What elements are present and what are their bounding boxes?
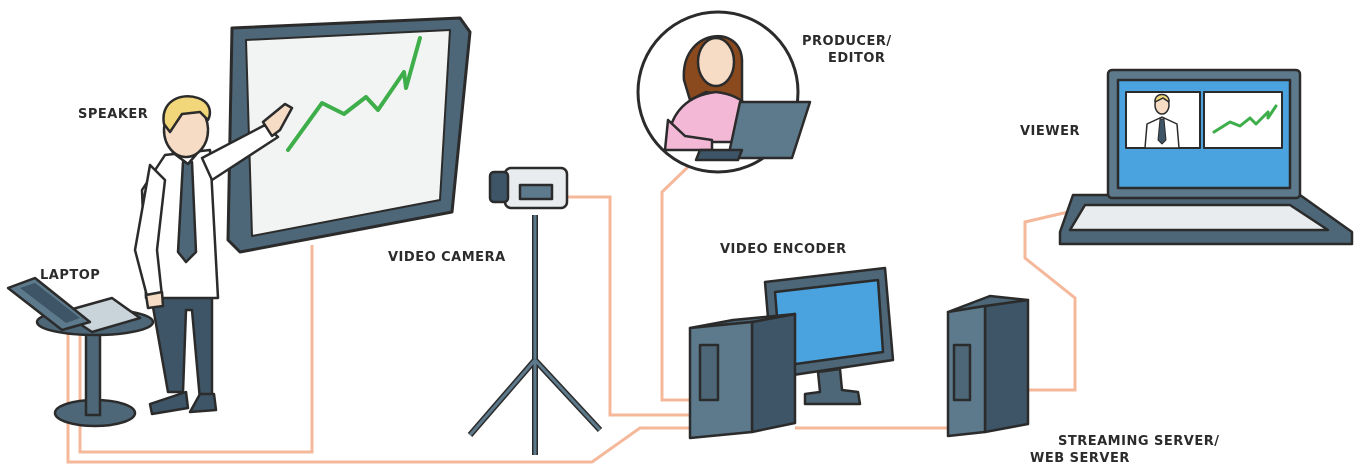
video-camera-label: VIDEO CAMERA — [388, 249, 506, 266]
laptop-label: LAPTOP — [40, 267, 100, 284]
speaker-shoe-right — [190, 394, 216, 412]
producer-editor — [638, 12, 810, 172]
cables — [68, 165, 1075, 462]
video-encoder — [690, 268, 893, 438]
stand-pole — [86, 330, 100, 415]
producer-laptop-base — [696, 150, 742, 160]
viewer-slides-panel — [1204, 92, 1282, 148]
speaker-hand-left — [146, 292, 163, 308]
encoder-monitor-stand — [805, 369, 860, 404]
streaming-server — [948, 296, 1028, 436]
server-drive-bay — [954, 345, 970, 400]
video-camera — [470, 168, 600, 455]
viewer-mini-speaker-tie — [1158, 119, 1166, 144]
cable-producer-encoder — [662, 165, 690, 400]
camera-lens — [490, 172, 508, 202]
speaker-shoe-left — [150, 392, 188, 414]
viewer-label: VIEWER — [1020, 123, 1080, 140]
server-side — [985, 300, 1028, 432]
producer-face — [698, 38, 734, 86]
producer-editor-label: PRODUCER/ EDITOR — [802, 33, 892, 67]
speaker-figure — [135, 96, 292, 414]
cable-camera-encoder — [566, 197, 690, 415]
viewer-laptop-keyboard — [1070, 205, 1328, 230]
video-encoder-label: VIDEO ENCODER — [720, 241, 847, 258]
streaming-server-label: STREAMING SERVER/ WEB SERVER — [1030, 433, 1220, 467]
camera-viewfinder — [520, 185, 552, 199]
encoder-drive-bay — [700, 345, 718, 400]
encoder-tower-side — [752, 314, 795, 432]
viewer-laptop — [1060, 70, 1352, 244]
speaker-label: SPEAKER — [78, 106, 148, 123]
